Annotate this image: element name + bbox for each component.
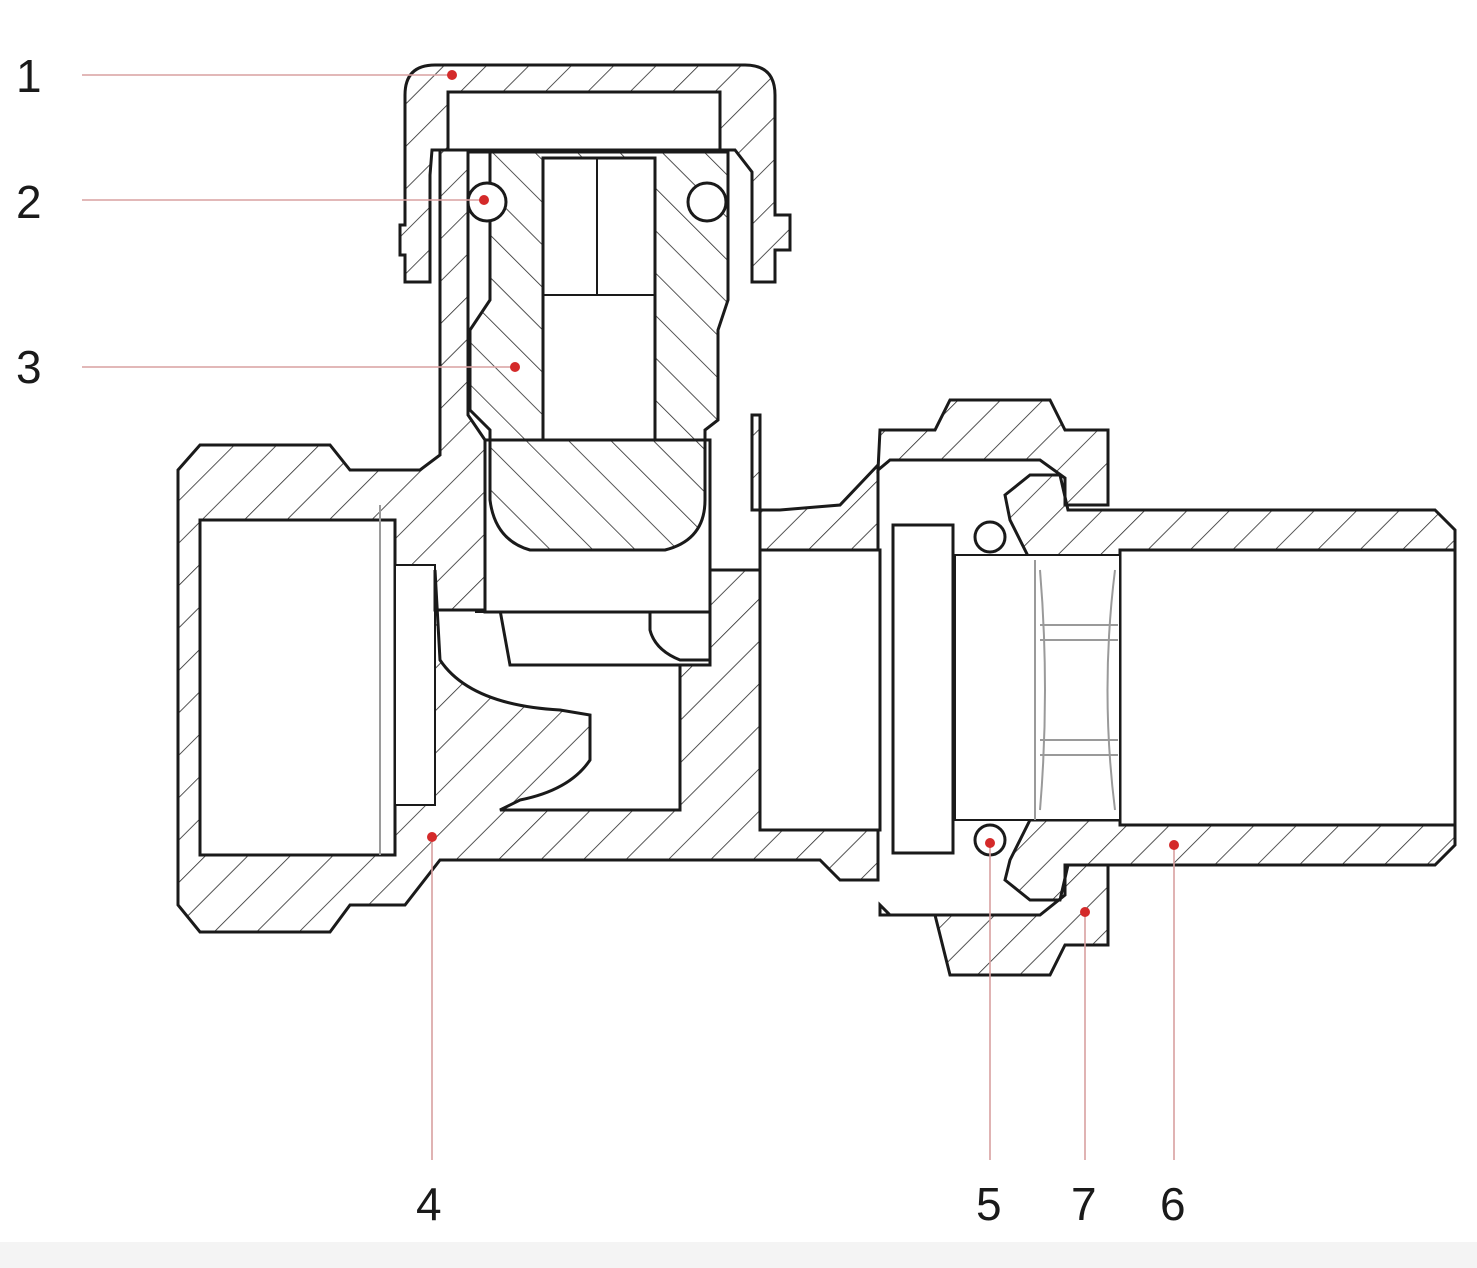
o-rings xyxy=(466,181,728,223)
cap-part xyxy=(398,63,792,284)
callout-3: 3 xyxy=(16,341,42,393)
marker-dot-6 xyxy=(1169,840,1179,850)
marker-dot-2 xyxy=(479,195,489,205)
marker-dot-3 xyxy=(510,362,520,372)
callout-2: 2 xyxy=(16,176,42,228)
tailpiece xyxy=(954,473,1457,902)
marker-dots xyxy=(427,70,1179,917)
callout-5: 5 xyxy=(976,1178,1002,1230)
union-inner-bore xyxy=(758,523,955,855)
leader-lines xyxy=(82,74,1175,1160)
callout-6: 6 xyxy=(1160,1178,1186,1230)
callout-1: 1 xyxy=(16,50,42,102)
marker-dot-1 xyxy=(447,70,457,80)
marker-dot-5 xyxy=(985,838,995,848)
bottom-strip xyxy=(0,1242,1477,1268)
valve-body xyxy=(176,148,880,934)
marker-dot-7 xyxy=(1080,907,1090,917)
callout-labels: 1 2 3 4 5 7 6 xyxy=(16,50,1186,1230)
callout-7: 7 xyxy=(1071,1178,1097,1230)
marker-dot-4 xyxy=(427,832,437,842)
callout-4: 4 xyxy=(416,1178,442,1230)
